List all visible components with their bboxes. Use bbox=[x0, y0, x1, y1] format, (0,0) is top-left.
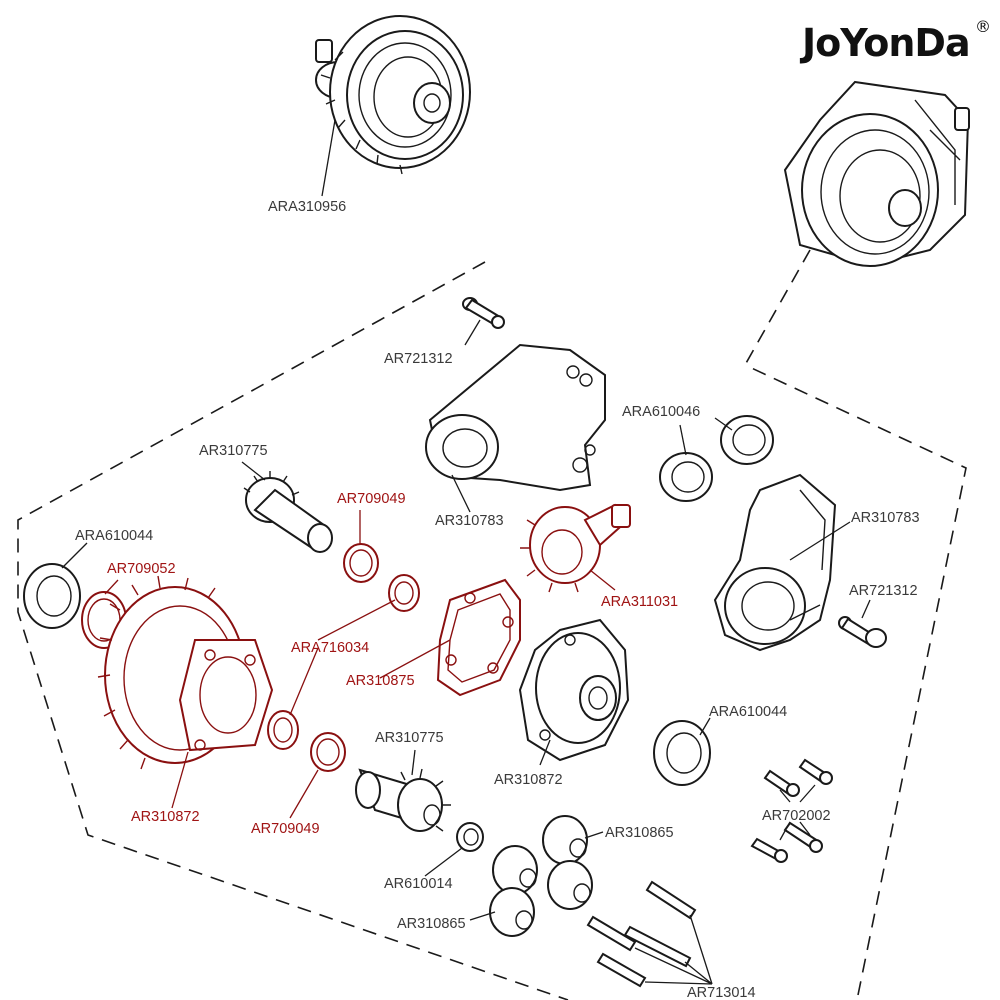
pins-image bbox=[586, 880, 697, 988]
label-ar713014: AR713014 bbox=[687, 985, 756, 1000]
label-ar310872-mid: AR310872 bbox=[494, 772, 563, 788]
label-ara610044-right: ARA610044 bbox=[709, 704, 787, 720]
bearing-carrier-left-image bbox=[425, 343, 606, 492]
label-ar310875: AR310875 bbox=[346, 673, 415, 689]
ring-gear-image bbox=[97, 575, 274, 770]
label-ar310775-bottom: AR310775 bbox=[375, 730, 444, 746]
diff-assembly-top-image bbox=[315, 15, 471, 175]
label-ar310783-left: AR310783 bbox=[435, 513, 504, 529]
label-ar310865-right: AR310865 bbox=[605, 825, 674, 841]
label-ar702002: AR702002 bbox=[762, 808, 831, 824]
label-ar310775-top: AR310775 bbox=[199, 443, 268, 459]
label-ara610046: ARA610046 bbox=[622, 404, 700, 420]
label-ara716034: ARA716034 bbox=[291, 640, 369, 656]
shim-mid-image bbox=[267, 574, 420, 750]
brand-name: JoYonDa bbox=[799, 21, 970, 65]
label-ara610044-left: ARA610044 bbox=[75, 528, 153, 544]
small-bearing-image bbox=[456, 822, 484, 852]
cap-screws-image bbox=[750, 758, 833, 863]
diff-case-image bbox=[518, 618, 630, 762]
spider-gears-image bbox=[489, 815, 593, 937]
label-ar709049-top: AR709049 bbox=[337, 491, 406, 507]
shim-top-image bbox=[343, 543, 379, 583]
bearing-carrier-right-image bbox=[713, 473, 837, 652]
label-ar610014: AR610014 bbox=[384, 876, 453, 892]
label-ar709052: AR709052 bbox=[107, 561, 176, 577]
pinion-gear-bottom-image bbox=[355, 768, 451, 832]
oil-seal-left-image bbox=[23, 563, 81, 629]
label-ar310865-left: AR310865 bbox=[397, 916, 466, 932]
screw-pin-top-image bbox=[462, 297, 505, 329]
label-ar721312-top: AR721312 bbox=[384, 351, 453, 367]
shim-bottom-image bbox=[310, 732, 346, 772]
diff-gasket-image bbox=[436, 578, 521, 697]
label-ara310956: ARA310956 bbox=[268, 199, 346, 215]
oil-seal-right-image bbox=[653, 720, 711, 786]
label-ar709049-bottom: AR709049 bbox=[251, 821, 320, 837]
diff-assembly-housing-image bbox=[783, 80, 970, 267]
assembly-boundary bbox=[17, 249, 967, 1000]
label-ar310872-left: AR310872 bbox=[131, 809, 200, 825]
label-ara311031: ARA311031 bbox=[601, 594, 678, 610]
screw-pin-right-image bbox=[838, 616, 887, 648]
label-ar721312-right: AR721312 bbox=[849, 583, 918, 599]
brand-logo: JoYonDa ® bbox=[799, 17, 991, 65]
bearing-pair-top-image bbox=[659, 415, 774, 502]
registered-mark: ® bbox=[975, 17, 991, 36]
pinion-gear-top-image bbox=[243, 471, 333, 553]
label-ar310783-right: AR310783 bbox=[851, 510, 920, 526]
bevel-gear-image bbox=[520, 503, 631, 593]
leader-lines bbox=[61, 119, 871, 985]
